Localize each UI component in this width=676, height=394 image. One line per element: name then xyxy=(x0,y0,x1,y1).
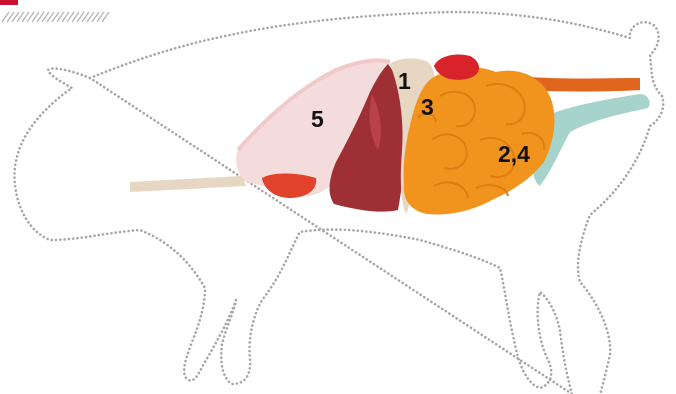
hatch-pattern xyxy=(2,12,109,22)
label-organ-1: 1 xyxy=(398,68,411,94)
intestines xyxy=(404,67,555,214)
corner-accent-bar xyxy=(0,0,18,5)
label-organ-3: 3 xyxy=(421,94,434,120)
label-organ-5: 5 xyxy=(311,106,324,132)
label-organ-2-4: 2,4 xyxy=(498,141,530,167)
esophagus xyxy=(130,176,246,192)
